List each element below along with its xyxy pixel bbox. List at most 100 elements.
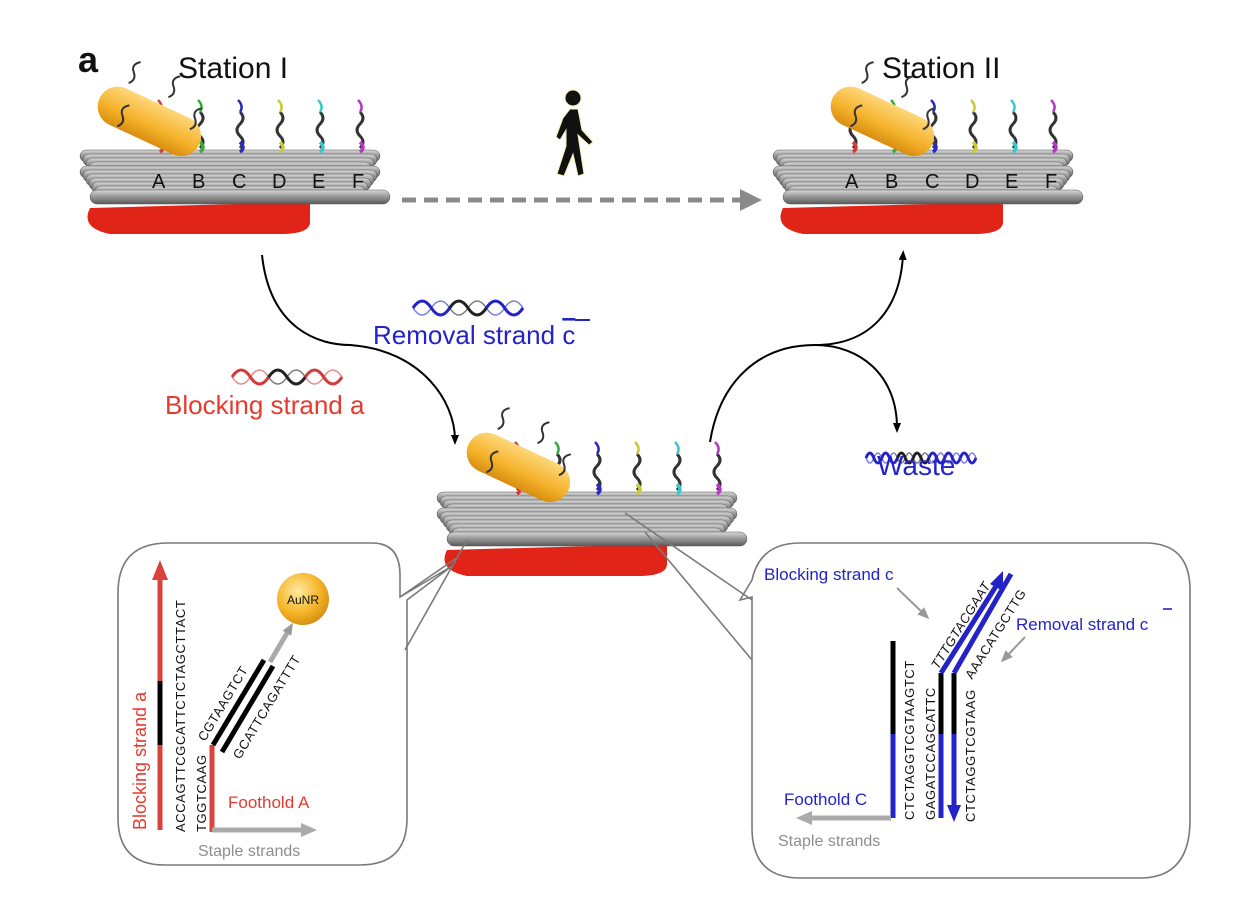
- helix-backbone: [865, 452, 883, 464]
- duplex-top-strand: [210, 658, 267, 747]
- helix-backbone: [881, 452, 899, 464]
- station-2-title: Station II: [882, 52, 1000, 85]
- helix-backbone: [928, 452, 946, 464]
- helix-backbone: [912, 452, 930, 464]
- dna-site-helix: [712, 452, 722, 492]
- nanorod-linker: [116, 104, 130, 128]
- helix-backbone: [959, 452, 977, 464]
- dna-site-foothold: [595, 482, 602, 496]
- site-label-B: B: [885, 171, 898, 193]
- callout-pointer-line: [624, 512, 753, 601]
- blocking-strand-c-arrowhead: [990, 571, 1003, 591]
- removal-strand-diagonal: [951, 572, 1014, 675]
- dna-site-foothold: [358, 140, 365, 154]
- dna-site-tip: [674, 441, 680, 455]
- blocking-strand-a-vertical-label: Blocking strand a: [130, 691, 150, 830]
- blocking-strand-c-sequence: GAGATCCAGCATTC: [923, 687, 938, 820]
- callout-pointer-line: [399, 556, 459, 598]
- red-base: [87, 202, 310, 234]
- station-1-title: Station I: [178, 52, 288, 85]
- dna-site-foothold: [851, 140, 858, 154]
- blocking-strand-c-label: Blocking strand c: [764, 565, 894, 584]
- aunr-label: AuNR: [287, 593, 319, 607]
- walk-arrowhead: [740, 189, 762, 211]
- site-label-A: A: [845, 171, 859, 193]
- panel-label: a: [78, 39, 99, 80]
- dna-site-foothold: [635, 482, 642, 496]
- nanorod-linker: [497, 407, 510, 430]
- dna-site-foothold: [715, 482, 722, 496]
- origami-platform-intermediate: [436, 407, 748, 576]
- dna-site-foothold: [278, 140, 285, 154]
- nanorod-linker: [861, 61, 874, 84]
- removal-strand-c-pointer: [1000, 636, 1026, 663]
- nanorod-linker: [849, 104, 863, 128]
- gold-nanorod: [97, 61, 203, 157]
- blocking-strand-c-diagonal: [938, 581, 1001, 675]
- nanorod-linker: [168, 75, 181, 99]
- red-base: [780, 202, 1003, 234]
- gold-nanorod: [466, 407, 572, 503]
- site-label-F: F: [1045, 171, 1057, 193]
- right-inset-callout: [738, 542, 1191, 879]
- removal-strand-arrowhead: [947, 805, 961, 822]
- nanorod-linker: [922, 107, 936, 131]
- arrow-intermediate-to-station2: [709, 250, 907, 443]
- site-label-E: E: [312, 171, 325, 193]
- dna-site-tip: [970, 99, 976, 113]
- dna-site-tip: [554, 441, 560, 455]
- removal-strand-label: Removal strand c: [373, 320, 575, 350]
- removal-strand-helix-icon: [411, 299, 525, 317]
- site-label-D: D: [272, 171, 286, 193]
- dna-site-helix: [632, 452, 642, 492]
- dna-site-helix: [968, 110, 978, 150]
- dna-site-helix: [315, 110, 325, 150]
- dna-site-helix: [355, 110, 365, 150]
- dna-site-tip: [1050, 99, 1056, 113]
- dna-site-helix: [592, 452, 602, 492]
- dna-site-tip: [277, 99, 283, 113]
- arrow-to-waste: [814, 344, 901, 433]
- helix-backbone: [896, 452, 914, 464]
- red-base: [444, 544, 667, 576]
- dna-site-helix: [275, 110, 285, 150]
- aunr-linker-arrow: [267, 622, 294, 664]
- dna-site-foothold: [971, 140, 978, 154]
- site-label-F: F: [352, 171, 364, 193]
- helix-backbone: [268, 369, 306, 385]
- removal-strand-c-label: Removal strand c: [1016, 615, 1149, 634]
- dna-site-foothold: [1051, 140, 1058, 154]
- foothold-a-sequence: TGGTCAAG: [194, 754, 209, 832]
- duplex-bottom-strand: [219, 664, 276, 754]
- foothold-c-label: Foothold C: [784, 790, 867, 809]
- waste-duplex-icon: [864, 451, 978, 465]
- waste-label: Waste: [877, 450, 955, 481]
- dna-site-helix: [1008, 110, 1018, 150]
- site-label-B: B: [192, 171, 205, 193]
- blocking-strand-c-pointer: [896, 587, 930, 620]
- walking-person-icon: [555, 89, 594, 177]
- dna-site-tip: [634, 441, 640, 455]
- dna-site-foothold: [675, 482, 682, 496]
- origami-tube: [89, 189, 391, 205]
- dna-site-foothold: [1011, 140, 1018, 154]
- foothold-c-sequence: CTCTAGGTCGTAAGTCT: [902, 660, 917, 820]
- helix-backbone: [485, 300, 524, 316]
- helix-backbone: [231, 369, 270, 385]
- dna-site-tip: [594, 441, 600, 455]
- staple-strands-label-right: Staple strands: [778, 833, 880, 850]
- dna-site-tip: [930, 99, 936, 113]
- blocking-strand-helix-icon: [230, 368, 344, 386]
- site-label-C: C: [925, 171, 939, 193]
- staple-strands-label-left: Staple strands: [198, 843, 300, 860]
- removal-strand-sequence: CTCTAGGTCGTAAG: [963, 689, 978, 822]
- nanorod-linker: [558, 453, 572, 477]
- dna-site-foothold: [931, 140, 938, 154]
- gold-nanorod-body: [97, 86, 202, 157]
- dna-site-foothold: [318, 140, 325, 154]
- gold-nanorod-body: [466, 432, 571, 503]
- site-label-D: D: [965, 171, 979, 193]
